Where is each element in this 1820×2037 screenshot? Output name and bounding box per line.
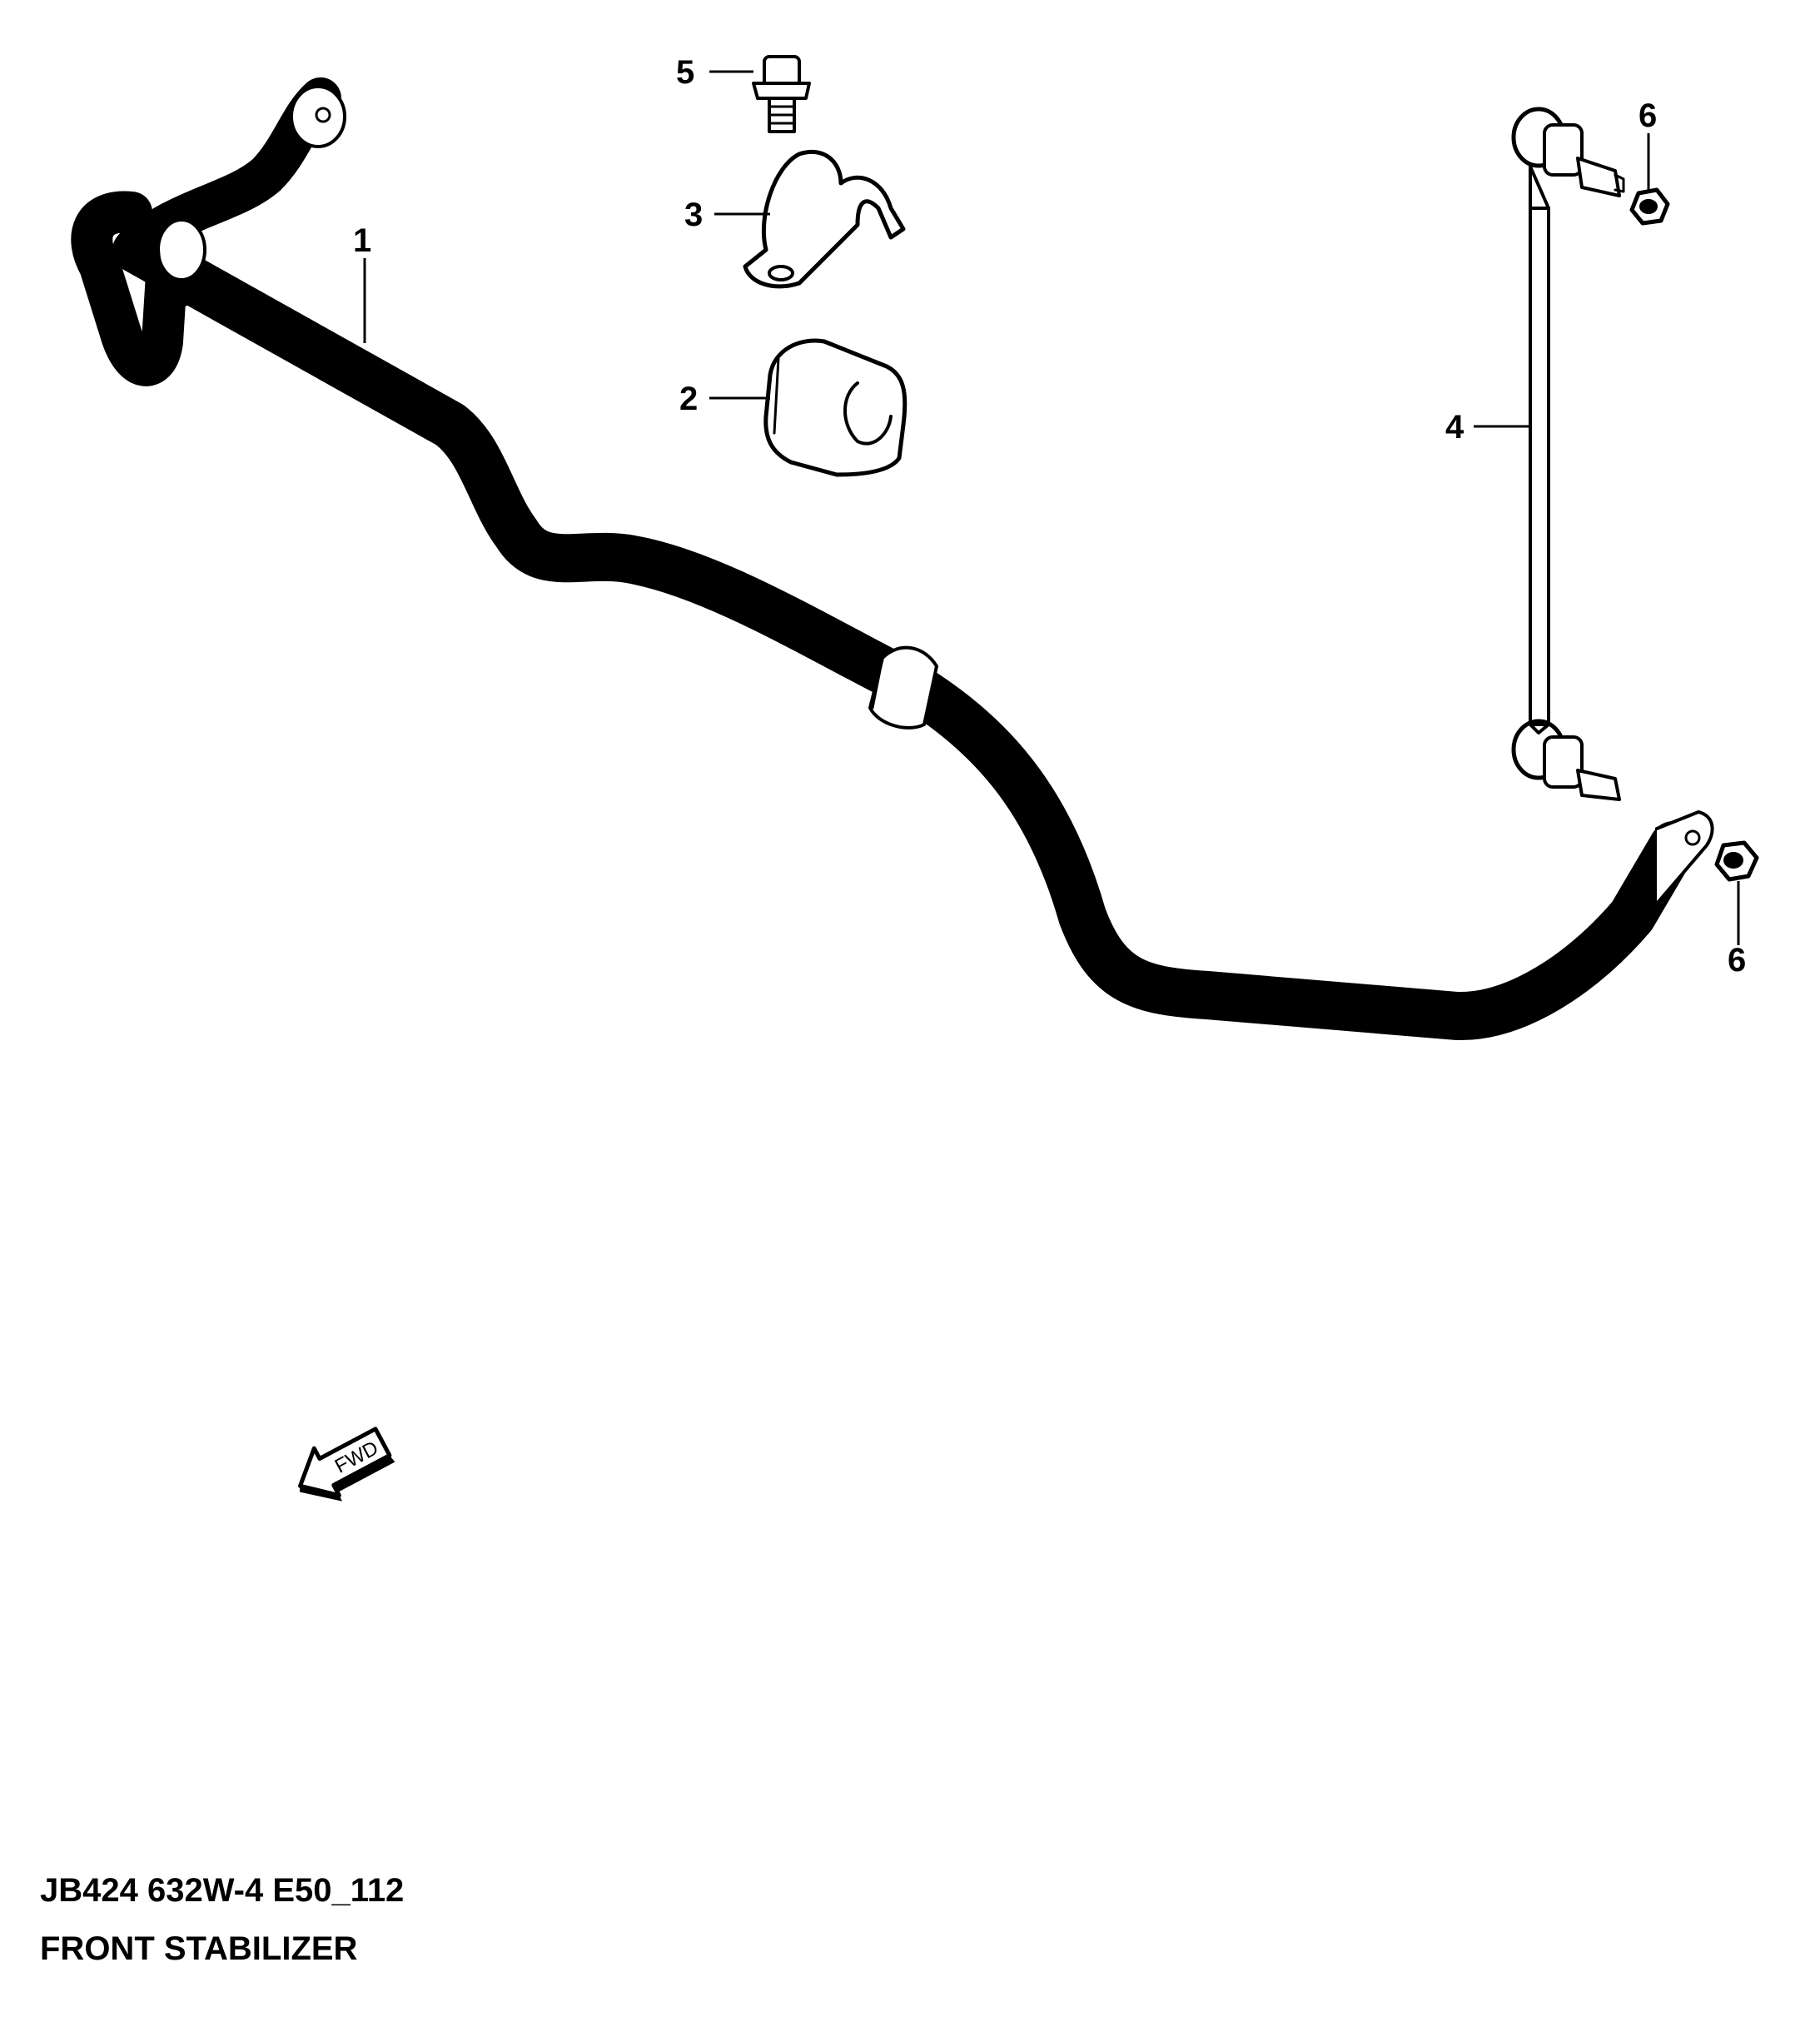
- nut-lower: [1714, 840, 1759, 882]
- callout-3: 3: [684, 197, 703, 233]
- callout-6-upper: 6: [1638, 97, 1657, 134]
- callout-6-lower: 6: [1728, 942, 1746, 979]
- nut-upper: [1629, 187, 1670, 226]
- fwd-arrow: FWD: [298, 1427, 395, 1502]
- drawing-title: FRONT STABILIZER: [40, 1930, 358, 1967]
- center-bushing-on-bar: [868, 645, 938, 730]
- stabilizer-link: [1511, 107, 1625, 801]
- callout-5: 5: [676, 54, 694, 91]
- callout-4: 4: [1445, 409, 1464, 446]
- bushing: [763, 338, 908, 477]
- callout-numbers: 1 2 3 4 5 6 6: [353, 54, 1746, 979]
- leader-lines: [363, 70, 1740, 945]
- drawing-code: JB424 632W-4 E50_112: [40, 1872, 405, 1909]
- callout-2: 2: [679, 381, 698, 417]
- stabilizer-bar: [71, 77, 1714, 1041]
- left-bushing-on-bar: [157, 218, 206, 307]
- callout-1: 1: [353, 222, 371, 259]
- bracket: [743, 149, 906, 289]
- bolt: [752, 55, 811, 133]
